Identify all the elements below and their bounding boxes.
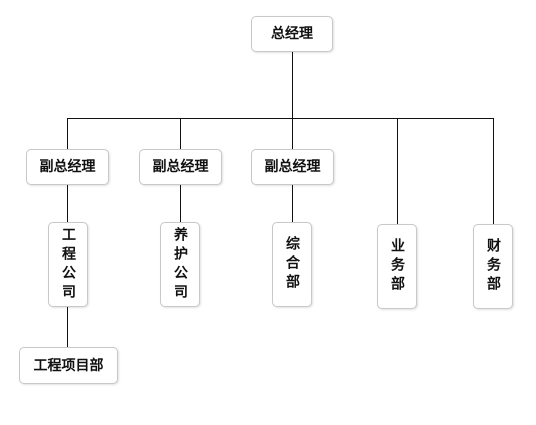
subunit-label-engineering-project: 工程项目部 [33, 357, 104, 374]
dept-label-engineering: 工程公司 [60, 226, 76, 303]
connector-deputy1-engineering [67, 185, 68, 222]
connector-dept-business [397, 118, 398, 224]
ceo-node: 总经理 [251, 16, 333, 52]
dept-label-business: 业务部 [389, 238, 405, 295]
deputy-label-1: 副总经理 [39, 159, 96, 175]
dept-node-engineering: 工程公司 [48, 222, 88, 307]
connector-main-horizontal [67, 118, 494, 119]
deputy-label-2: 副总经理 [152, 159, 209, 175]
dept-node-general: 综合部 [272, 222, 312, 307]
dept-label-general: 综合部 [284, 236, 300, 293]
connector-engineering-project [67, 306, 68, 347]
dept-node-finance: 财务部 [473, 224, 513, 309]
dept-label-finance: 财务部 [485, 238, 501, 295]
dept-node-business: 业务部 [377, 224, 417, 309]
connector-deputy-3 [292, 118, 293, 149]
dept-label-maintenance: 养护公司 [172, 226, 188, 303]
connector-ceo-down [292, 51, 293, 118]
connector-dept-finance [493, 118, 494, 224]
connector-deputy-2 [180, 118, 181, 149]
deputy-node-3: 副总经理 [251, 149, 334, 185]
subunit-node-engineering-project: 工程项目部 [19, 347, 118, 384]
ceo-label: 总经理 [271, 26, 313, 42]
deputy-node-1: 副总经理 [26, 149, 109, 185]
connector-deputy-1 [67, 118, 68, 149]
deputy-node-2: 副总经理 [139, 149, 222, 185]
connector-deputy3-general [292, 185, 293, 222]
deputy-label-3: 副总经理 [264, 159, 321, 175]
dept-node-maintenance: 养护公司 [160, 222, 200, 307]
connector-deputy2-maintenance [180, 185, 181, 222]
